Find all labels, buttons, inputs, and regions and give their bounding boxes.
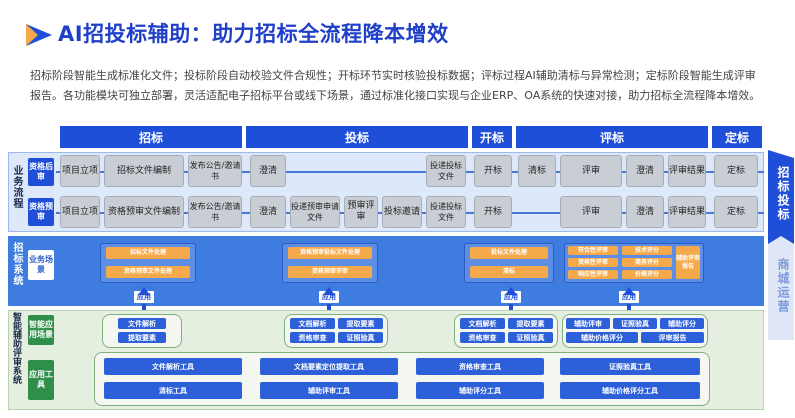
flow-step: 澄清 [250, 196, 286, 228]
flow-step: 评审结果 [668, 196, 706, 228]
flow-step: 资格预审文件编制 [104, 196, 184, 228]
phase-bid: 投标 [246, 126, 468, 148]
flow-step: 开标 [474, 196, 512, 228]
flow-step: 预审评审 [344, 196, 378, 228]
up-arrow-icon [323, 287, 335, 295]
flow-step: 定标 [714, 155, 758, 187]
logo-icon [26, 24, 52, 46]
tool-item: 证照验真工具 [560, 358, 700, 375]
tool-item: 辅助评分工具 [416, 382, 544, 399]
flow-step: 评审 [560, 155, 622, 187]
tool-item: 清标工具 [104, 382, 242, 399]
flow-step: 项目立项 [60, 196, 100, 228]
scene-item: 符合性评审 [568, 246, 618, 255]
scene-item: 资格预审评审 [288, 266, 372, 278]
up-arrow-icon [138, 287, 150, 295]
smart-scene-item: 提取要素 [508, 318, 553, 329]
smart-scene-item: 文档解析 [290, 318, 335, 329]
phase-evaluate: 评标 [516, 126, 708, 148]
flow-step: 澄清 [250, 155, 286, 187]
arrow-stem [327, 304, 331, 314]
flow-step: 澄清 [626, 196, 664, 228]
smart-scene-item: 评审报告 [641, 332, 704, 343]
smart-scene-item: 辅助评审 [566, 318, 610, 329]
smart-scene-item: 提取要素 [338, 318, 383, 329]
pre-review-tag: 资格预审 [28, 198, 54, 226]
arrow-stem [509, 304, 513, 314]
tools-tag: 应用工具 [28, 360, 54, 400]
scene-item: 资格预审文件处理 [106, 266, 190, 278]
flow-step: 澄清 [626, 155, 664, 187]
scene-item: 资格预审投标文件处理 [288, 247, 372, 259]
smart-scene-item: 辅助评分 [660, 318, 704, 329]
flow-step: 评审结果 [668, 155, 706, 187]
arrow-stem [627, 304, 631, 314]
smart-scene-item: 资格审查 [460, 332, 505, 343]
scene-item: 辅助评审报告 [676, 246, 700, 279]
scene-item: 技术评分 [622, 246, 672, 255]
smart-scene-item: 证照验真 [508, 332, 553, 343]
scene-item: 清标 [470, 266, 548, 278]
flow-step: 投递投标文件 [426, 155, 466, 187]
flow-step: 发布公告/邀请书 [188, 196, 242, 228]
tool-item: 资格审查工具 [416, 358, 544, 375]
flow-step: 投标邀请 [382, 196, 422, 228]
flow-step: 清标 [518, 155, 556, 187]
smart-scene-item: 资格审查 [290, 332, 335, 343]
scene-item: 商务评分 [622, 258, 672, 267]
business-scene-tag: 业务场景 [28, 250, 54, 280]
flow-step: 评审 [560, 196, 622, 228]
flow-step: 项目立项 [60, 155, 100, 187]
flow-step: 定标 [714, 196, 758, 228]
phase-award: 定标 [712, 126, 762, 148]
post-review-track [56, 171, 764, 173]
phase-tender: 招标 [60, 126, 242, 148]
business-flow-label: 业务流程 [11, 165, 22, 209]
scene-item: 招标文件处理 [106, 247, 190, 259]
smart-scene-item: 提取要素 [118, 332, 166, 343]
arrow-stem [142, 304, 146, 314]
tool-item: 文件解析工具 [104, 358, 242, 375]
tool-item: 辅助价格评分工具 [560, 382, 700, 399]
page-title: AI招投标辅助：助力招标全流程降本增效 [58, 22, 449, 46]
page-description: 招标阶段智能生成标准化文件；投标阶段自动校验文件合规性；开标环节实时核验投标数据… [30, 69, 761, 102]
side-chevron-top [768, 150, 794, 246]
scene-item: 投标文件处理 [470, 247, 548, 259]
flow-step: 投递预审申请文件 [290, 196, 340, 228]
smart-scene-item: 证照验真 [613, 318, 657, 329]
up-arrow-icon [505, 287, 517, 295]
phase-open: 开标 [472, 126, 512, 148]
tender-system-label: 招标系统 [11, 242, 22, 286]
flow-step: 投递投标文件 [426, 196, 466, 228]
smart-scene-item: 证照验真 [338, 332, 383, 343]
scene-item: 资格性评审 [568, 258, 618, 267]
side-label-mall-ops: 商城运营 [776, 258, 790, 314]
smart-scene-item: 文档解析 [460, 318, 505, 329]
smart-scene-item: 文件解析 [118, 318, 166, 329]
flow-step: 招标文件编制 [104, 155, 184, 187]
side-label-tender-bid: 招标投标 [776, 166, 790, 222]
flow-step: 开标 [474, 155, 512, 187]
scene-item: 响应性评审 [568, 270, 618, 279]
up-arrow-icon [623, 287, 635, 295]
smart-scene-item: 辅助价格评分 [566, 332, 638, 343]
tool-item: 文档要素定位提取工具 [260, 358, 398, 375]
scene-item: 价格评分 [622, 270, 672, 279]
side-chevron-bottom [768, 236, 794, 340]
ai-system-label: 智能辅助评审系统 [11, 312, 21, 384]
flow-step: 发布公告/邀请书 [188, 155, 242, 187]
tool-item: 辅助评审工具 [260, 382, 398, 399]
smart-scene-tag: 智能应用场景 [28, 315, 54, 345]
post-review-tag: 资格后审 [28, 158, 54, 186]
